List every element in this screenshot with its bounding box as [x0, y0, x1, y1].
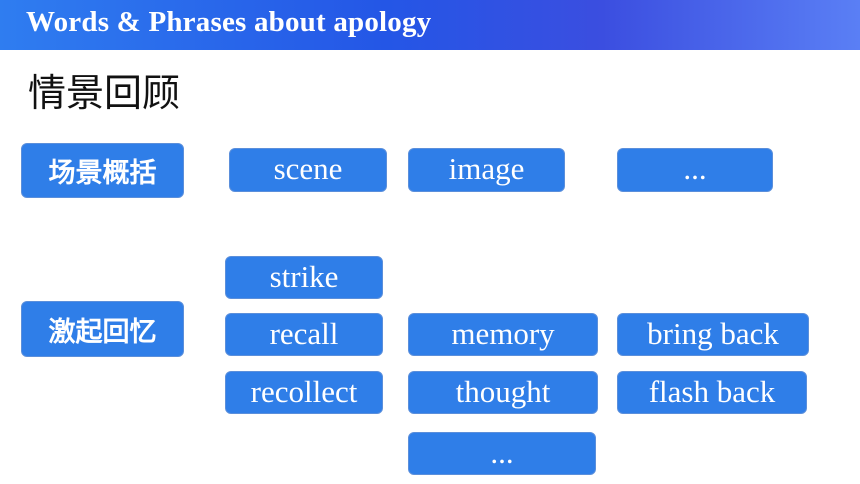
- word-box-scene: scene: [229, 148, 387, 192]
- word-box-flash-back: flash back: [617, 371, 807, 414]
- word-box-more-scene: ...: [617, 148, 773, 192]
- category-label-scene-summary: 场景概括: [21, 143, 184, 198]
- section-title: 情景回顾: [28, 71, 181, 115]
- word-box-memory: memory: [408, 313, 598, 356]
- word-box-recall: recall: [225, 313, 383, 356]
- word-box-thought: thought: [408, 371, 598, 414]
- word-box-more-memory: ...: [408, 432, 596, 475]
- word-box-recollect: recollect: [225, 371, 383, 414]
- word-box-bring-back: bring back: [617, 313, 809, 356]
- word-box-strike: strike: [225, 256, 383, 299]
- slide-header-title: Words & Phrases about apology: [26, 6, 432, 38]
- category-label-evoke-memory: 激起回忆: [21, 301, 184, 357]
- header-band: [0, 0, 860, 50]
- word-box-image: image: [408, 148, 565, 192]
